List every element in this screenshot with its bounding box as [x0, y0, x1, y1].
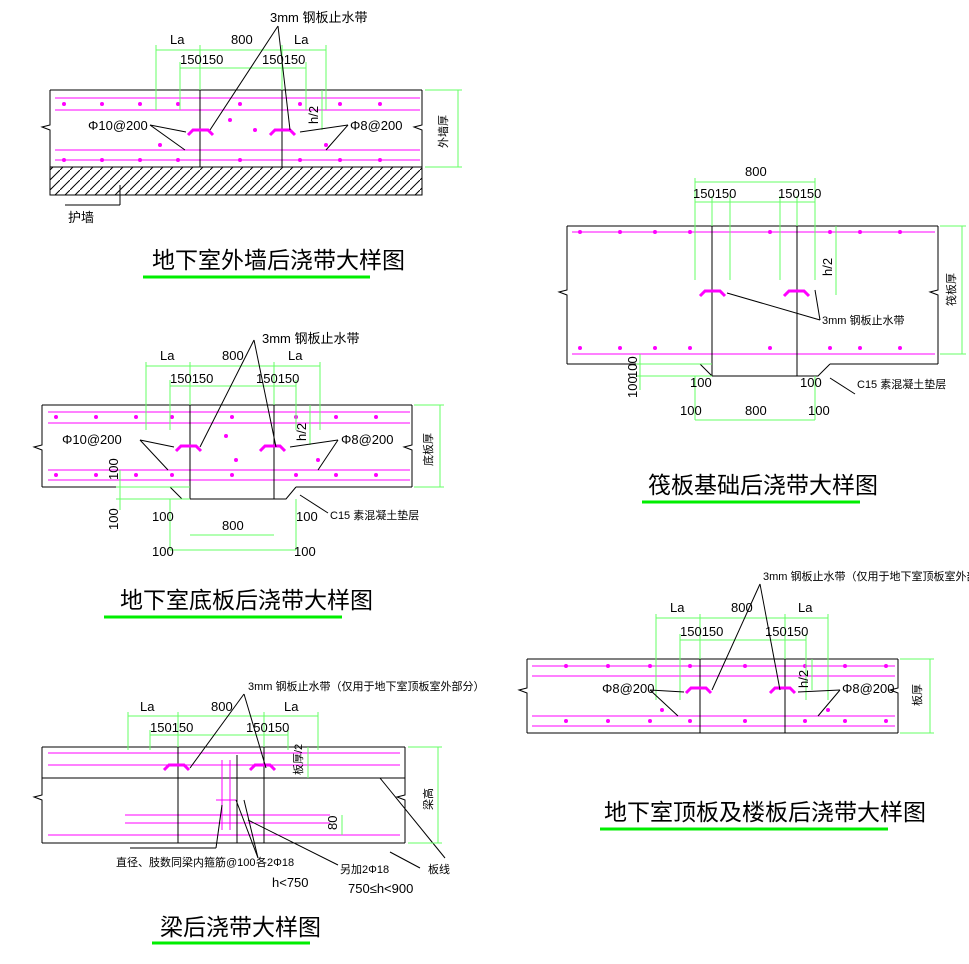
d2-c15: C15 素混凝土垫层: [857, 377, 946, 391]
d5-stirrup-note: 直径、肢数同梁内箍筋@100: [116, 855, 256, 869]
d1-la-right: La: [294, 32, 309, 47]
d3-rebar-right: Φ8@200: [341, 432, 394, 447]
d3-dim-right: 150150: [256, 371, 299, 386]
d3-title: 地下室底板后浇带大样图: [120, 588, 373, 614]
d2-width-top: 800: [745, 164, 767, 179]
d4-la-right: La: [798, 600, 813, 615]
d5-la-right: La: [284, 699, 299, 714]
detail-roof-slab: 3mm 钢板止水带（仅用于地下室顶板室外部分） La 800 La 150150…: [517, 569, 969, 831]
d1-dim-left: 150150: [180, 52, 223, 67]
d5-la-left: La: [140, 699, 155, 714]
d4-title: 地下室顶板及楼板后浇带大样图: [604, 800, 926, 826]
d1-rebar-right: Φ8@200: [350, 118, 403, 133]
d1-title: 地下室外墙后浇带大样图: [152, 248, 405, 274]
d5-80: 80: [325, 816, 340, 830]
d2-100a: 100: [625, 356, 640, 378]
d1-rebar-left: Φ10@200: [88, 118, 148, 133]
d4-thickness: 板厚: [910, 684, 924, 706]
d1-dim-right: 150150: [262, 52, 305, 67]
d4-la-left: La: [670, 600, 685, 615]
d3-100d: 100: [296, 509, 318, 524]
d1-la-left: La: [170, 32, 185, 47]
d2-100f: 100: [808, 403, 830, 418]
d5-dim-right: 150150: [246, 720, 289, 735]
d5-cond-b: 750≤h<900: [348, 881, 413, 896]
d2-100c: 100: [690, 375, 712, 390]
d3-stop-label: 3mm 钢板止水带: [262, 331, 360, 346]
d2-width-bottom: 800: [745, 403, 767, 418]
d4-rebar-right: Φ8@200: [842, 681, 895, 696]
d5-dim-left: 150150: [150, 720, 193, 735]
d2-dim-left: 150150: [693, 186, 736, 201]
detail-raft-foundation: 800 150150 150150 h/2 筏板厚 3mm 钢板止水带 100 …: [557, 164, 966, 504]
d1-half-h: h/2: [306, 106, 321, 124]
d3-100f: 100: [294, 544, 316, 559]
d3-100e: 100: [152, 544, 174, 559]
d4-rebar-left: Φ8@200: [602, 681, 655, 696]
d1-thickness: 外墙厚: [436, 115, 450, 148]
d5-beam-h: 梁高: [421, 788, 435, 810]
d3-la-left: La: [160, 348, 175, 363]
d2-100e: 100: [680, 403, 702, 418]
d3-width: 800: [222, 348, 244, 363]
d4-half-h: h/2: [796, 670, 811, 688]
d3-100b: 100: [106, 508, 121, 530]
d5-bar-a: 各2Φ18: [256, 855, 294, 869]
d3-width-bottom: 800: [222, 518, 244, 533]
d3-c15: C15 素混凝土垫层: [330, 508, 419, 522]
d2-title: 筏板基础后浇带大样图: [648, 473, 878, 499]
d5-cond-a: h<750: [272, 875, 309, 890]
d5-width: 800: [211, 699, 233, 714]
d3-100c: 100: [152, 509, 174, 524]
d2-100d: 100: [800, 375, 822, 390]
d3-thickness: 底板厚: [421, 433, 435, 466]
d5-slab-line: 板线: [428, 862, 450, 876]
d1-protect-wall: 护墙: [68, 210, 94, 225]
d2-half-h: h/2: [820, 258, 835, 276]
d3-100a: 100: [106, 458, 121, 480]
detail-exterior-wall: 3mm 钢板止水带 La 800 La 150150 150150 h/2 Φ1…: [40, 10, 462, 279]
d5-title: 梁后浇带大样图: [160, 915, 321, 941]
d2-dim-right: 150150: [778, 186, 821, 201]
d3-dim-left: 150150: [170, 371, 213, 386]
d4-dim-right: 150150: [765, 624, 808, 639]
detail-basement-slab: 3mm 钢板止水带 La 800 La 150150 150150 h/2 Φ1…: [32, 331, 444, 619]
d5-bar-b: 另加2Φ18: [340, 863, 389, 876]
d5-stop-label: 3mm 钢板止水带（仅用于地下室顶板室外部分）: [248, 679, 485, 693]
d1-width: 800: [231, 32, 253, 47]
d2-100b: 100: [625, 376, 640, 398]
d3-half-h: h/2: [294, 423, 309, 441]
d3-rebar-left: Φ10@200: [62, 432, 122, 447]
d5-half-slab: 板厚/2: [291, 744, 305, 775]
d2-thickness: 筏板厚: [944, 273, 958, 306]
d3-la-right: La: [288, 348, 303, 363]
d2-stop-label: 3mm 钢板止水带: [822, 313, 905, 327]
d1-stop-label: 3mm 钢板止水带: [270, 10, 368, 25]
d4-dim-left: 150150: [680, 624, 723, 639]
d4-stop-label: 3mm 钢板止水带（仅用于地下室顶板室外部分）: [763, 569, 969, 583]
detail-beam: 3mm 钢板止水带（仅用于地下室顶板室外部分） La 800 La 150150…: [32, 679, 485, 945]
d4-width: 800: [731, 600, 753, 615]
